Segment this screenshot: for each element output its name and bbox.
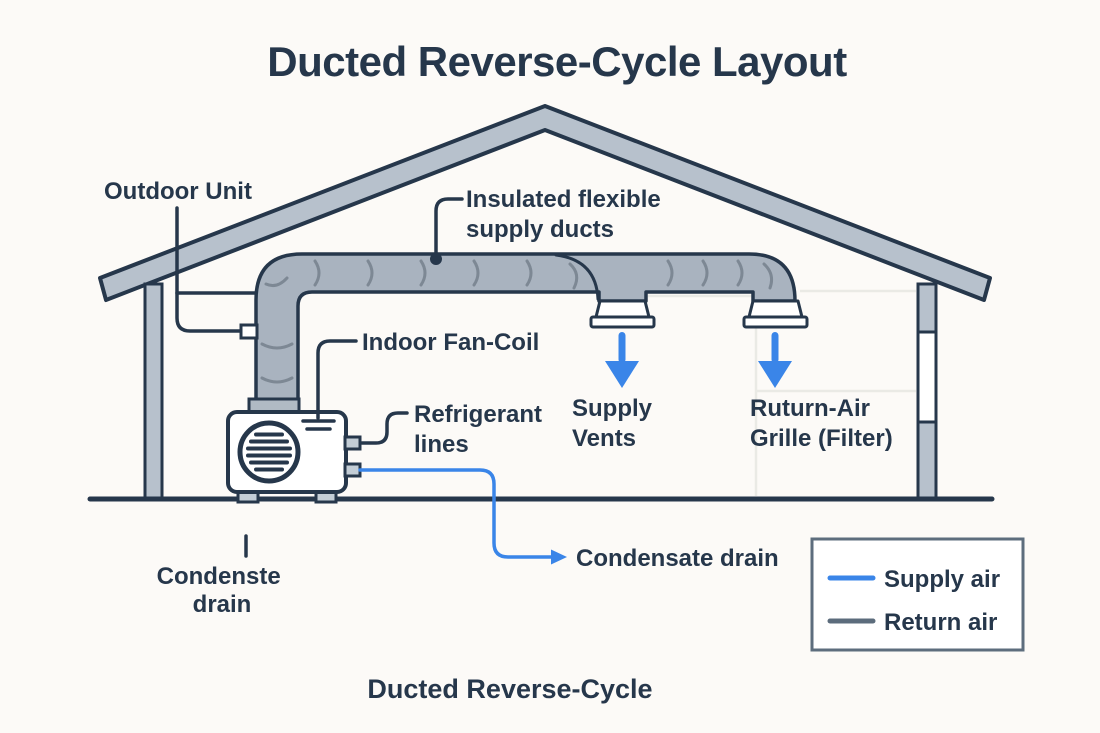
supply-vent-1 (589, 299, 656, 329)
supply-air-down-arrow-icon (605, 332, 639, 388)
condensate-drain-label: Condensate drain (576, 545, 779, 572)
outdoor-unit-label: Outdoor Unit (104, 178, 252, 205)
legend-box: Supply air Return air (810, 537, 1025, 652)
indoor-fan-coil-label: Indoor Fan-Coil (362, 329, 539, 356)
duct-branch-elbow (554, 253, 600, 301)
condenste-drain-label: Condenste drain (157, 563, 288, 618)
refrigerant-lines-label: Refrigerant lines (414, 401, 549, 458)
refrigerant-port (343, 435, 362, 451)
supply-ducts-leader-dot (430, 253, 442, 265)
diagram-caption: Ducted Reverse-Cycle (367, 674, 652, 704)
fan-grille-icon (237, 420, 301, 484)
return-air-down-arrow-icon (758, 332, 792, 388)
condensate-pipe (358, 468, 567, 565)
outdoor-unit-leader (175, 206, 243, 333)
return-air-grille-outlet (742, 299, 809, 329)
condensate-arrowhead-icon (551, 549, 567, 565)
right-wall-window (916, 282, 938, 500)
duct-segment-marks (260, 259, 773, 384)
duct-connector (239, 323, 259, 340)
connection-symbol (301, 419, 336, 431)
supply-ducts-label: Insulated flexible supply ducts (466, 186, 667, 243)
page-title: Ducted Reverse-Cycle Layout (267, 38, 847, 85)
refrigerant-leader (360, 411, 409, 445)
roof (98, 104, 992, 302)
leader-lines (175, 197, 464, 558)
return-air-grille-label: Ruturn-Air Grille (Filter) (750, 395, 893, 452)
left-wall (143, 282, 164, 500)
interior-partition-lines (648, 289, 916, 496)
condensate-port (343, 462, 362, 478)
legend-supply-air-label: Supply air (884, 566, 1000, 593)
supply-vents-label: Supply Vents (572, 395, 659, 452)
fan-coil-unit (226, 410, 362, 504)
legend-return-air-label: Return air (884, 609, 997, 636)
supply-ducts-leader (434, 197, 464, 255)
fan-coil-leader (316, 339, 358, 420)
